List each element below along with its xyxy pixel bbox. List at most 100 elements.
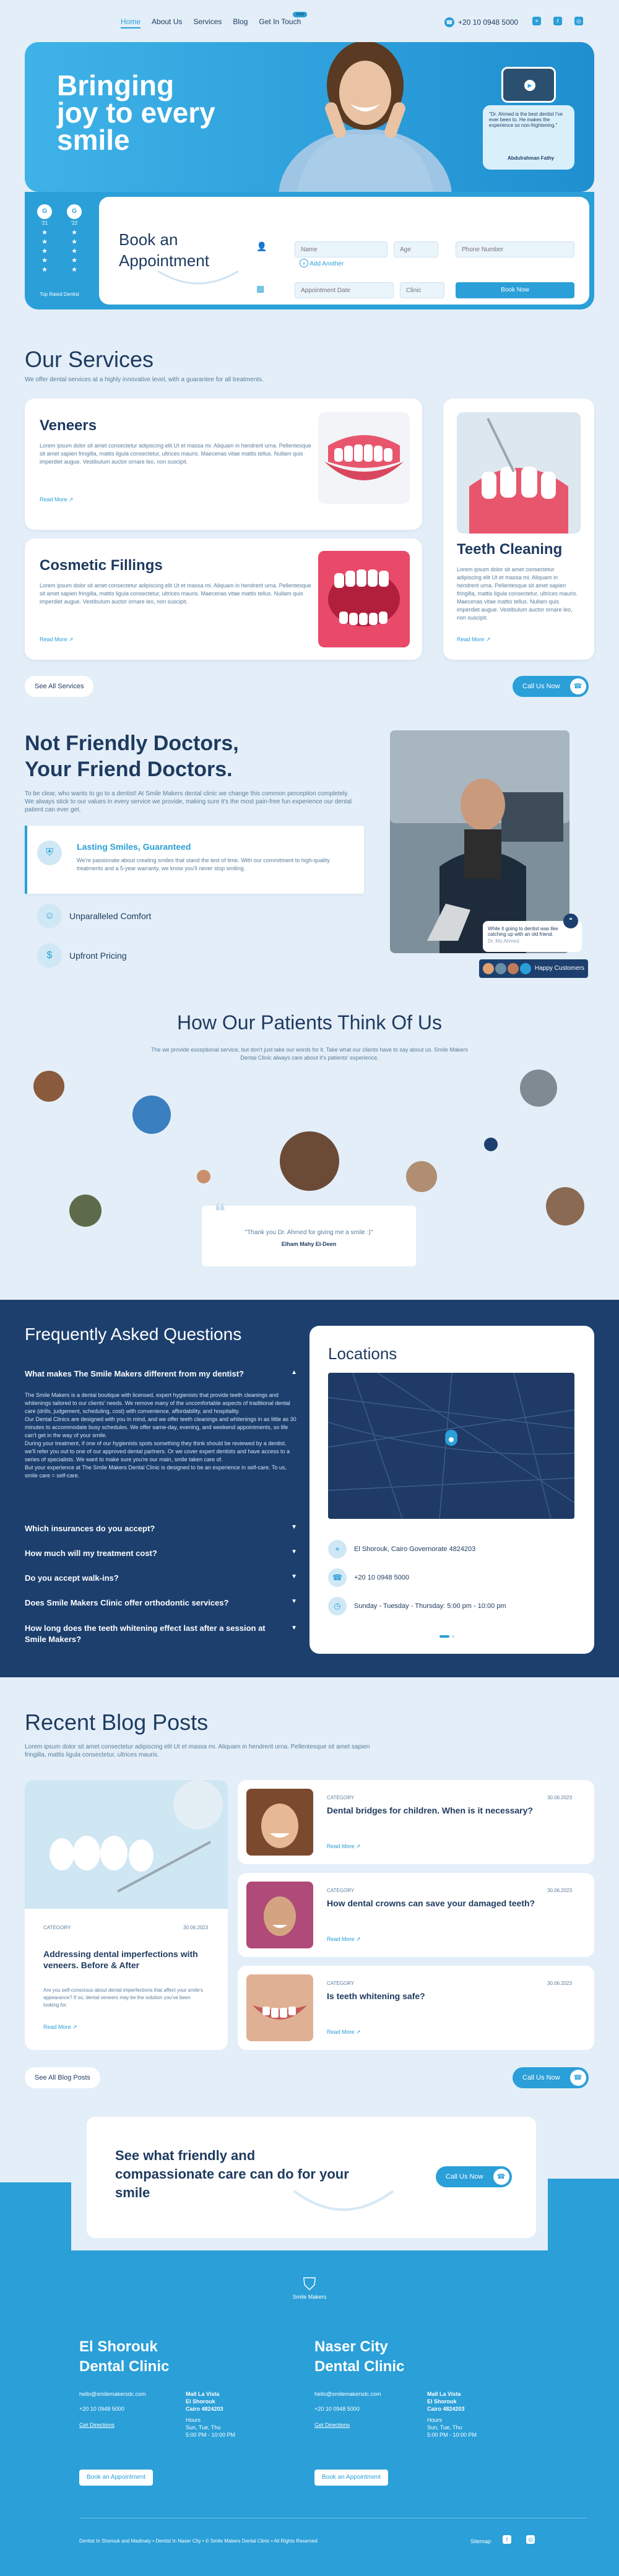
get-directions-link[interactable]: Get Directions: [79, 2422, 115, 2428]
chevron-up-icon: ▲: [291, 1369, 297, 1376]
read-more-link[interactable]: Read More ↗: [43, 2024, 77, 2030]
call-us-button[interactable]: Call Us Now☎: [513, 676, 589, 697]
faq-question-4[interactable]: Do you accept walk-ins?▼: [25, 1573, 297, 1583]
read-more-label: Read More: [327, 1843, 355, 1849]
nav-services[interactable]: Services: [193, 17, 222, 26]
faq-answer-para: But your experience at The Smile Makers …: [25, 1464, 287, 1479]
blog-post-1[interactable]: CATEGORY 30.06.2023 Dental bridges for c…: [238, 1780, 594, 1864]
blog-post-3[interactable]: CATEGORY 30.06.2023 Is teeth whitening s…: [238, 1966, 594, 2050]
date-input[interactable]: [295, 282, 394, 298]
blog-post-main[interactable]: CATEGORY 30.06.2023 Addressing dental im…: [25, 1780, 228, 2050]
faq-question-6[interactable]: How long does the teeth whitening effect…: [25, 1623, 297, 1645]
patient-avatar[interactable]: [546, 1187, 584, 1225]
phone-input[interactable]: [456, 241, 574, 257]
feature-desc: We're passionate about creating smiles t…: [77, 857, 330, 871]
customer-avatars: [483, 963, 531, 974]
book-appointment-button[interactable]: Book an Appointment: [79, 2470, 154, 2486]
read-more-label: Read More: [327, 2029, 355, 2035]
nav-about[interactable]: About Us: [152, 17, 183, 26]
see-all-services-button[interactable]: See All Services: [25, 676, 94, 697]
read-more-link[interactable]: Read More ↗: [327, 1936, 361, 1942]
faq-question-1[interactable]: What makes The Smile Makers different fr…: [25, 1369, 297, 1378]
read-more-link[interactable]: Read More ↗: [327, 1843, 361, 1849]
footer-email[interactable]: hello@smilemakersdc.com: [314, 2391, 381, 2397]
chevron-down-icon: ▼: [291, 1625, 297, 1632]
sitemap-link[interactable]: Sitemap: [470, 2538, 491, 2544]
service-card-cleaning[interactable]: Teeth Cleaning Lorem ipsum dolor sit ame…: [443, 399, 594, 660]
patient-avatar[interactable]: [520, 1070, 557, 1107]
social-links: ⌖ f ◎: [532, 17, 583, 25]
dot[interactable]: [452, 1635, 454, 1638]
read-more-link[interactable]: Read More ↗: [40, 636, 74, 642]
clinic-name-line2: Dental Clinic: [314, 2358, 405, 2375]
faq-question-2[interactable]: Which insurances do you accept?▼: [25, 1524, 297, 1533]
service-card-veneers[interactable]: Veneers Lorem ipsum dolor sit amet conse…: [25, 399, 422, 530]
read-more-link[interactable]: Read More ↗: [457, 636, 491, 642]
hero-testimonial: "Dr. Ahmed is the best dentist I've ever…: [483, 105, 574, 170]
accent-bar: [25, 826, 27, 894]
google-icon: G: [37, 204, 52, 219]
footer-logo[interactable]: ⛉ Smile Makers: [0, 2275, 619, 2301]
hours-time: 5:00 PM - 10:00 PM: [186, 2432, 236, 2438]
read-more-link[interactable]: Read More ↗: [327, 2029, 361, 2035]
clinic-name-line1: Naser City: [314, 2338, 388, 2355]
locations-card: Locations ⌖El Shorouk, Cairo Governorate…: [310, 1326, 594, 1654]
nav-blog[interactable]: Blog: [233, 17, 248, 26]
chevron-down-icon: ▼: [291, 1573, 297, 1580]
facebook-icon[interactable]: f: [553, 17, 562, 25]
patient-avatar[interactable]: [69, 1195, 102, 1227]
blog-category: CATEGORY: [327, 1981, 355, 1986]
dot-active[interactable]: [439, 1635, 449, 1638]
faq-question-3[interactable]: How much will my treatment cost?▼: [25, 1549, 297, 1558]
patient-avatar[interactable]: [132, 1096, 171, 1134]
get-directions-link[interactable]: Get Directions: [314, 2422, 350, 2428]
patient-avatar[interactable]: [484, 1138, 498, 1151]
nav-home[interactable]: Home: [121, 17, 141, 28]
user-icon: 👤: [256, 241, 267, 251]
age-input[interactable]: [394, 241, 438, 257]
see-all-blog-button[interactable]: See All Blog Posts: [25, 2067, 100, 2088]
visit-line1: Mall La Vista: [427, 2391, 461, 2397]
service-desc: Lorem ipsum dolor sit amet consectetur a…: [457, 566, 578, 621]
location-icon: ⌖: [328, 1540, 347, 1558]
clinic-name-line1: El Shorouk: [79, 2338, 158, 2355]
add-another-label: Add Another: [310, 261, 344, 267]
nav-phone[interactable]: ☎ +20 10 0948 5000: [444, 17, 518, 27]
footer-email[interactable]: hello@smilemakersdc.com: [79, 2391, 146, 2397]
blog-post-2[interactable]: CATEGORY 30.06.2023 How dental crowns ca…: [238, 1873, 594, 1957]
clinic-select[interactable]: [400, 282, 444, 298]
facebook-icon[interactable]: f: [503, 2535, 511, 2544]
service-desc: Lorem ipsum dolor sit amet consectetur a…: [40, 443, 311, 465]
footer-phone[interactable]: +20 10 0948 5000: [79, 2406, 124, 2412]
read-more-link[interactable]: Read More ↗: [40, 496, 74, 503]
pricing-icon: $: [37, 943, 62, 968]
cta-call-label: Call Us Now: [446, 2173, 483, 2181]
instagram-icon[interactable]: ◎: [574, 17, 583, 25]
visit-line2: El Shorouk: [427, 2398, 457, 2405]
chevron-down-icon: ▼: [291, 1524, 297, 1531]
location-map[interactable]: [328, 1373, 574, 1519]
instagram-icon[interactable]: ◎: [526, 2535, 535, 2544]
patient-avatar-selected[interactable]: [280, 1131, 339, 1191]
service-card-fillings[interactable]: Cosmetic Fillings Lorem ipsum dolor sit …: [25, 538, 422, 660]
patient-avatar[interactable]: [197, 1170, 210, 1183]
call-us-button[interactable]: Call Us Now☎: [513, 2067, 589, 2088]
patient-avatar[interactable]: [33, 1071, 64, 1102]
blog-date: 30.06.2023: [547, 1795, 573, 1800]
name-input[interactable]: [295, 241, 387, 257]
video-thumbnail[interactable]: ▶: [501, 67, 556, 103]
book-appointment-button[interactable]: Book an Appointment: [314, 2470, 389, 2486]
cta-call-button[interactable]: Call Us Now☎: [436, 2166, 512, 2187]
footer-phone[interactable]: +20 10 0948 5000: [314, 2406, 360, 2412]
book-now-button[interactable]: Book Now: [456, 282, 574, 298]
location-icon[interactable]: ⌖: [532, 17, 541, 25]
patient-avatar[interactable]: [406, 1161, 437, 1192]
hours-label: Hours: [186, 2417, 201, 2423]
faq-question-5[interactable]: Does Smile Makers Clinic offer orthodont…: [25, 1598, 297, 1607]
feature-pricing: $Upfront Pricing: [37, 943, 127, 968]
location-phone[interactable]: ☎+20 10 0948 5000: [328, 1568, 409, 1587]
add-another-link[interactable]: + Add Another: [300, 259, 344, 267]
blog-subtitle: Lorem ipsum dolor sit amet consectetur a…: [25, 1744, 370, 1758]
